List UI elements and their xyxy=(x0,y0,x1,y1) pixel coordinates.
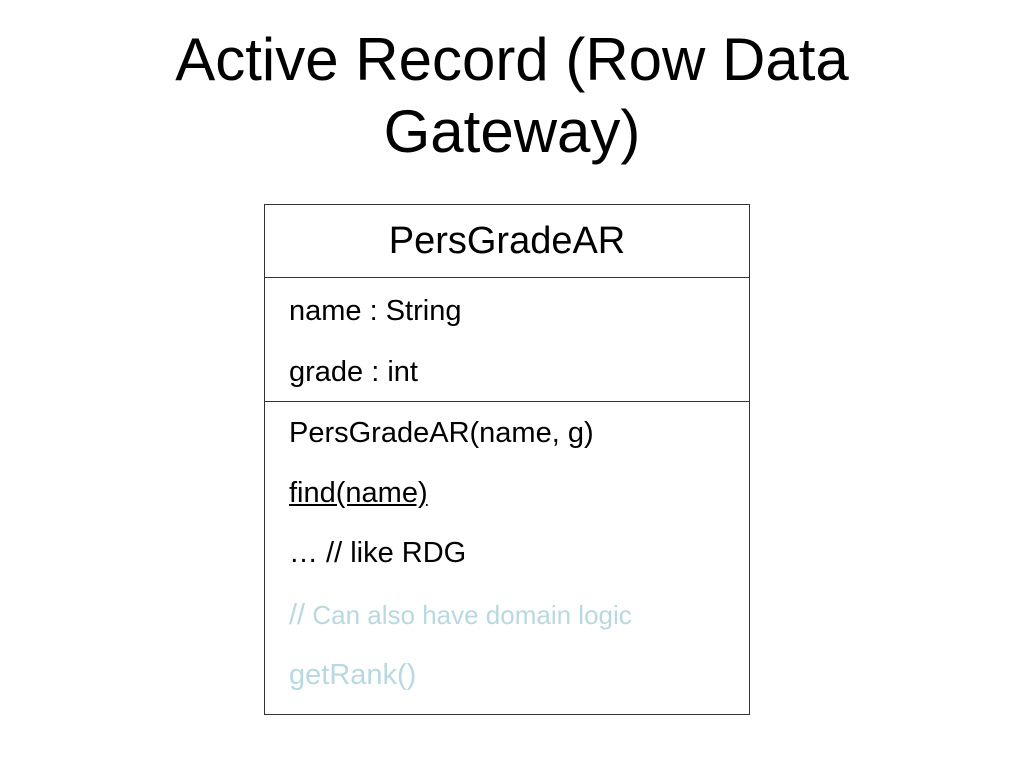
uml-class-box: PersGradeAR name : String grade : int Pe… xyxy=(264,204,750,715)
uml-method-find-static: find(name) xyxy=(289,477,428,509)
uml-attribute-name: name : String xyxy=(289,295,462,327)
slide-title-line-2: Gateway) xyxy=(383,98,641,165)
uml-attribute-grade: grade : int xyxy=(289,356,418,388)
uml-class-name: PersGradeAR xyxy=(265,205,749,278)
uml-attributes-compartment: name : String grade : int xyxy=(265,278,749,402)
slide-title: Active Record (Row Data Gateway) xyxy=(0,24,1024,168)
uml-comment-domain-logic: // Can also have domain logic xyxy=(289,598,632,632)
uml-comment-text: Can also have domain logic xyxy=(305,600,632,630)
uml-methods-compartment: PersGradeAR(name, g) find(name) … // lik… xyxy=(265,402,749,714)
slide-title-line-1: Active Record (Row Data xyxy=(175,26,849,93)
uml-method-ellipsis-like-rdg: … // like RDG xyxy=(289,537,467,569)
uml-comment-slashes: // xyxy=(289,599,306,631)
uml-method-getrank: getRank() xyxy=(289,659,417,691)
uml-method-constructor: PersGradeAR(name, g) xyxy=(289,417,594,449)
